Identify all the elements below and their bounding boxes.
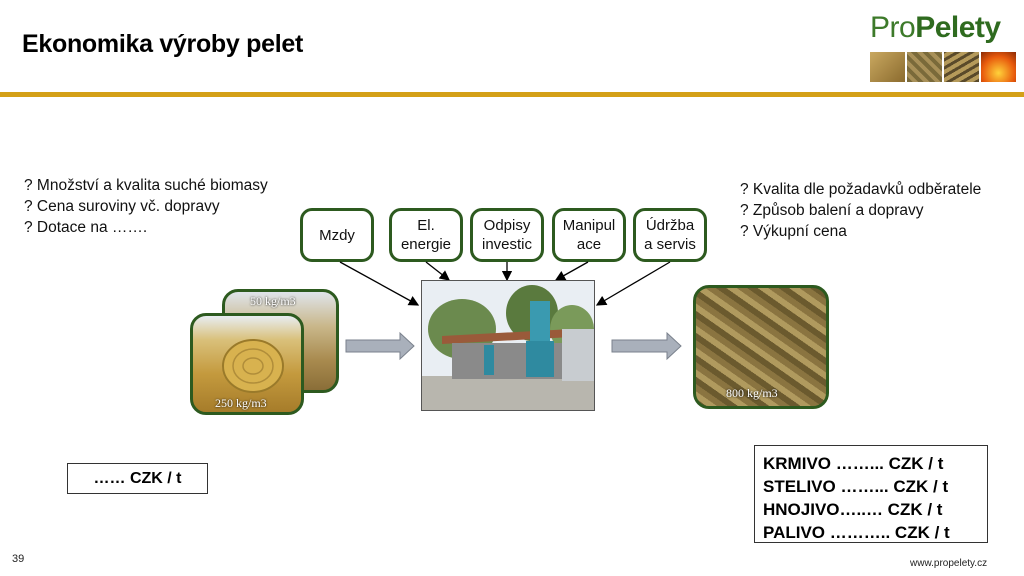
- cost-label: Mzdy: [319, 226, 355, 244]
- cost-box-depreciation: Odpisy investic: [470, 208, 544, 262]
- logo-text: ProPelety: [870, 12, 1018, 44]
- header-divider: [0, 92, 1024, 97]
- slide-title: Ekonomika výroby pelet: [22, 30, 303, 58]
- block-arrow-output: [611, 331, 682, 361]
- straw-density-label: 50 kg/m3: [250, 294, 296, 308]
- logo-wood-image: [944, 52, 979, 82]
- question-purchase-price: ? Výkupní cena: [740, 223, 847, 240]
- cost-label: Údržba: [645, 217, 695, 234]
- input-questions: ? Množství a kvalita suché biomasy ? Cen…: [24, 175, 268, 238]
- footer-url: www.propelety.cz: [910, 558, 988, 569]
- logo-text-pelety: Pelety: [915, 11, 1001, 44]
- cost-box-electricity: El. energie: [389, 208, 463, 262]
- question-subsidy: ? Dotace na …….: [24, 219, 148, 236]
- pellets-photo: 800 kg/m3: [693, 285, 829, 409]
- propelety-logo: ProPelety: [870, 12, 1018, 82]
- question-raw-price: ? Cena suroviny vč. dopravy: [24, 198, 220, 215]
- logo-fire-image: [981, 52, 1016, 82]
- cost-label-line2: investic: [481, 236, 533, 253]
- price-feed: KRMIVO ……... CZK / t: [763, 454, 944, 473]
- cost-label-line2: a servis: [644, 236, 696, 253]
- cost-label: Manipul: [562, 217, 616, 234]
- cost-label-line2: energie: [400, 236, 452, 253]
- cost-box-maintenance: Údržba a servis: [633, 208, 707, 262]
- cost-label-line2: ace: [576, 236, 602, 253]
- logo-text-pro: Pro: [870, 11, 916, 44]
- question-biomass: ? Množství a kvalita suché biomasy: [24, 177, 268, 194]
- hay-bale-photo: 250 kg/m3: [190, 313, 304, 415]
- logo-pellets-image: [907, 52, 942, 82]
- arrow-maintenance: [595, 261, 671, 306]
- cost-label: Odpisy: [483, 217, 531, 234]
- cost-box-wages: Mzdy: [300, 208, 374, 262]
- price-bedding: STELIVO ……... CZK / t: [763, 477, 949, 496]
- pellets-density-label: 800 kg/m3: [726, 386, 778, 400]
- block-arrow-input: [345, 331, 415, 361]
- price-fertilizer: HNOJIVO…..… CZK / t: [763, 500, 943, 519]
- input-price-box: …… CZK / t: [67, 463, 208, 494]
- cost-box-handling: Manipul ace: [552, 208, 626, 262]
- cost-label: El.: [417, 217, 435, 234]
- output-price-box: KRMIVO ……... CZK / t STELIVO ……... CZK /…: [754, 445, 988, 543]
- plant-illustration: [422, 281, 594, 410]
- price-fuel: PALIVO ……….. CZK / t: [763, 523, 950, 542]
- bale-shape: [222, 339, 284, 393]
- question-quality: ? Kvalita dle požadavků odběratele: [740, 181, 982, 198]
- bale-density-label: 250 kg/m3: [215, 396, 267, 410]
- arrow-wages: [339, 261, 420, 306]
- question-packaging: ? Způsob balení a dopravy: [740, 202, 924, 219]
- page-number: 39: [12, 553, 25, 565]
- logo-straw-image: [870, 52, 905, 82]
- pellet-plant-photo: [421, 280, 595, 411]
- arrow-electricity: [425, 261, 451, 281]
- logo-image-strip: [870, 52, 1016, 82]
- arrow-handling: [554, 261, 589, 281]
- output-questions: ? Kvalita dle požadavků odběratele ? Způ…: [740, 179, 981, 242]
- input-price-text: …… CZK / t: [93, 469, 182, 487]
